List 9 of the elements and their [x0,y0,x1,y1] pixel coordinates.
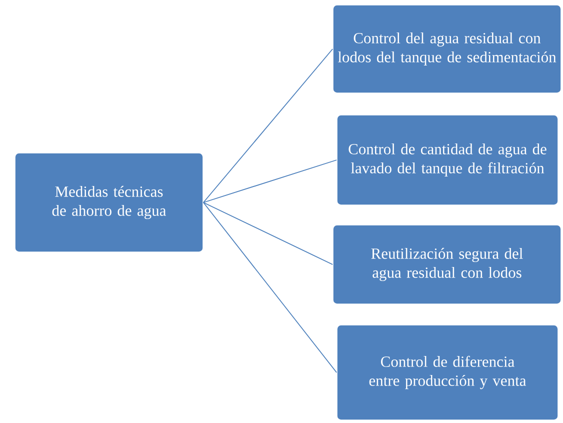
process-box: Medidas técnicas de ahorro de agua [14,152,204,252]
process-box: Control de cantidad de agua de lavado del tanque de filtración [336,114,558,206]
connector-line [202,202,334,265]
connector-line [202,160,338,203]
process-box: Control del agua residual con lodos del tanque de sedimentación [332,4,562,94]
connector-line [202,48,334,203]
process-box: Reutilización segura del agua residual con lodos [332,224,562,304]
process-box: Control de diferencia entre producción y venta [336,324,558,420]
connector-line [202,202,338,373]
